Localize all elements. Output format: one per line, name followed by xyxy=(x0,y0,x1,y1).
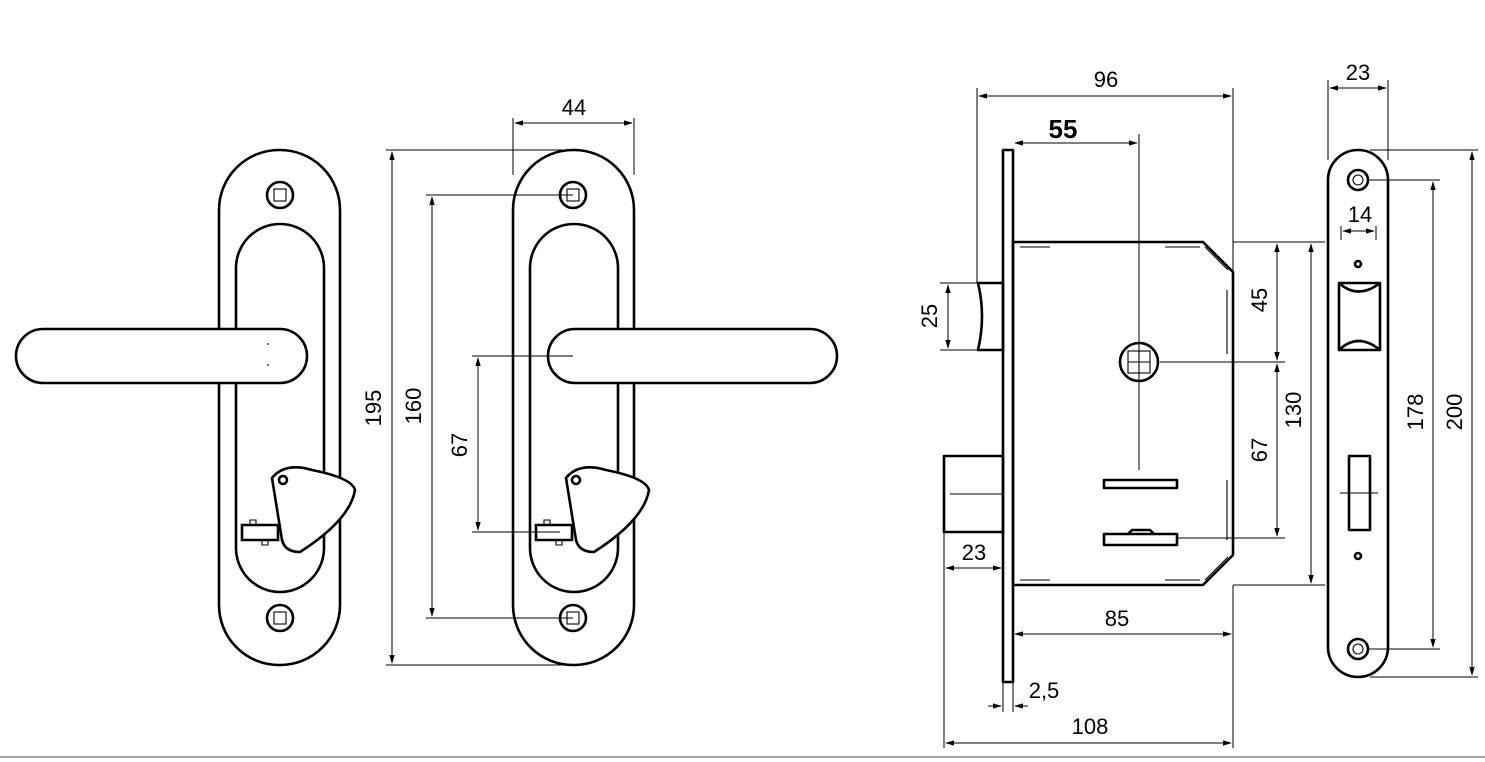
dim-plate-width: 44 xyxy=(562,95,586,120)
dim-screw-spacing: 160 xyxy=(401,388,426,425)
dim-faceplate-thickness: 2,5 xyxy=(1029,678,1060,703)
dim-total-depth: 108 xyxy=(1072,714,1109,739)
screw-bottom xyxy=(265,603,295,633)
handle-dimensions xyxy=(386,118,635,666)
dim-case-height: 130 xyxy=(1281,392,1306,429)
screw-top xyxy=(265,180,295,210)
faceplate xyxy=(1001,148,1015,684)
cylinder-slot xyxy=(1102,528,1179,547)
handle-set-right xyxy=(511,148,839,667)
faceplate-dimensions xyxy=(1327,80,1478,678)
backplate-inner-recess xyxy=(528,222,620,594)
dim-backset: 55 xyxy=(1049,114,1078,144)
handle-set-left xyxy=(14,148,357,667)
dim-faceplate-width: 23 xyxy=(1346,60,1370,85)
screw-bottom xyxy=(1346,637,1370,661)
latch-opening xyxy=(1337,281,1382,352)
dim-plate-height: 195 xyxy=(361,390,386,427)
key-slot xyxy=(1102,478,1179,490)
dim-case-depth: 85 xyxy=(1105,606,1129,631)
dim-handle-to-key: 67 xyxy=(447,433,472,457)
screw-top xyxy=(1346,168,1370,192)
pin-hole xyxy=(1353,551,1363,561)
dim-faceplate-screw-spacing: 178 xyxy=(1403,394,1428,431)
dim-spindle-to-key: 67 xyxy=(1247,438,1272,462)
dim-deadbolt-projection: 23 xyxy=(962,540,986,565)
faceplate-outline xyxy=(1326,148,1390,679)
faceplate-front xyxy=(1326,148,1390,679)
lever-handle xyxy=(14,327,309,385)
pin-hole xyxy=(1353,259,1363,269)
key-icon xyxy=(240,519,280,546)
dim-case-width: 96 xyxy=(1094,67,1118,92)
thumb-turn xyxy=(564,466,651,554)
lever-handle xyxy=(546,327,839,385)
lock-dimensions xyxy=(940,88,1325,748)
backplate-outline xyxy=(217,148,342,667)
thumb-turn xyxy=(270,466,357,554)
dim-case-top-to-spindle: 45 xyxy=(1247,288,1272,312)
dim-latch-height: 25 xyxy=(917,304,942,328)
dim-faceplate-height: 200 xyxy=(1442,394,1467,431)
latch-bolt xyxy=(976,281,1005,352)
lock-case xyxy=(1011,240,1235,587)
dim-faceplate-hole-offset: 14 xyxy=(1348,202,1372,227)
backplate-inner-recess xyxy=(234,222,326,594)
mortise-lock-body xyxy=(942,148,1235,684)
